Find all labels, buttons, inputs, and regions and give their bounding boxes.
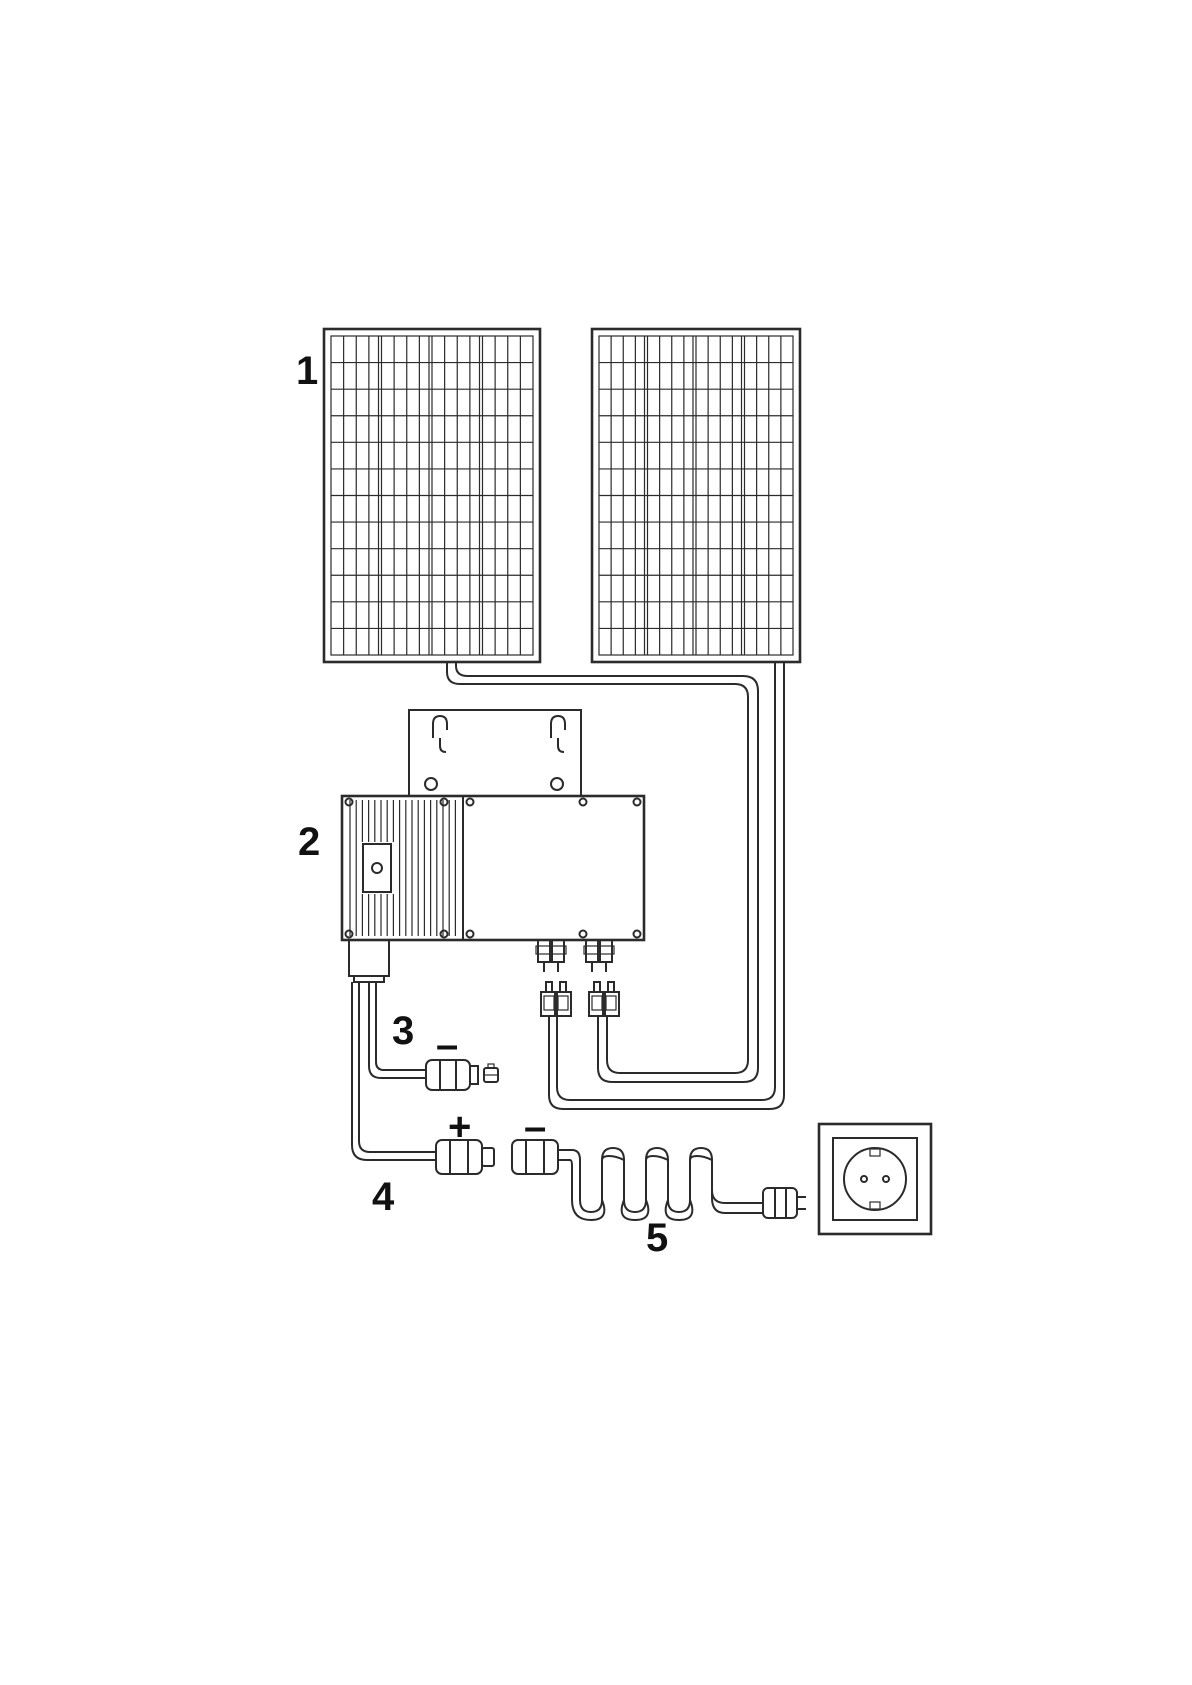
ac-connector-plus-sign: + xyxy=(448,1105,471,1149)
coiled-cable xyxy=(558,1148,763,1220)
label-inverter: 2 xyxy=(298,820,320,864)
mounting-bracket xyxy=(409,710,581,796)
solar-panel-right xyxy=(592,329,800,662)
schuko-plug-icon xyxy=(763,1188,806,1218)
end-cap-assembly xyxy=(369,982,498,1090)
heat-sink-fins xyxy=(350,800,455,936)
power-cable-minus-sign: – xyxy=(524,1105,546,1149)
panel-right-cells xyxy=(599,336,793,655)
screws xyxy=(346,799,641,938)
label-panels: 1 xyxy=(296,349,318,393)
schuko-socket-icon xyxy=(819,1124,931,1234)
end-cap-minus-sign: – xyxy=(436,1023,458,1067)
label-ac-connector: 4 xyxy=(372,1175,395,1219)
dc-cables xyxy=(447,662,784,1109)
solar-panel-left xyxy=(324,329,540,662)
label-power-cable: 5 xyxy=(646,1216,668,1260)
dc-mc4-connectors xyxy=(536,940,619,1016)
label-end-cap: 3 xyxy=(392,1009,414,1053)
power-cable-assembly xyxy=(512,1124,931,1234)
end-cap-part xyxy=(484,1064,498,1082)
panel-left-cells xyxy=(331,336,533,655)
